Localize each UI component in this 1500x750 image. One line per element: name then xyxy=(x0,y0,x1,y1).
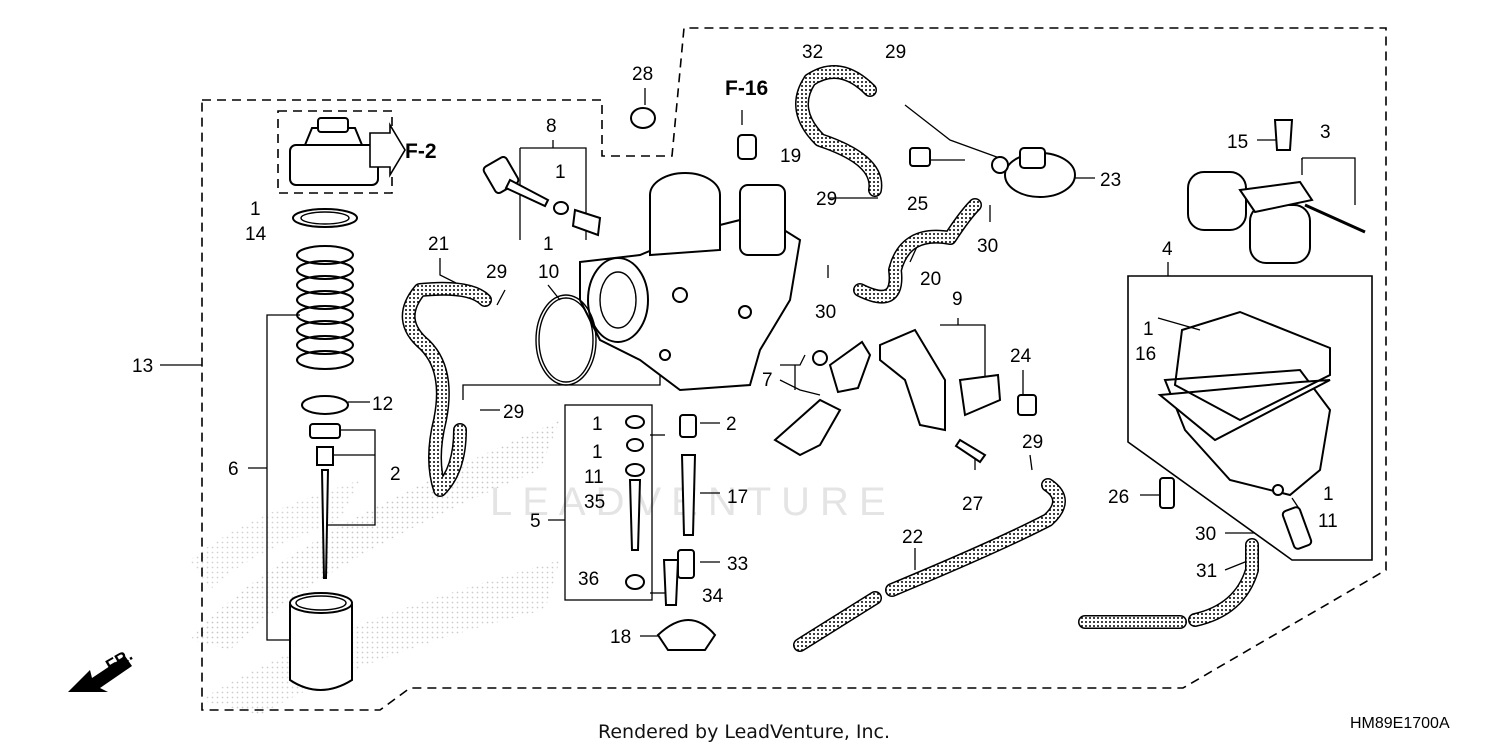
callout-1: 1 xyxy=(1143,319,1154,340)
callout-25: 25 xyxy=(907,194,928,215)
float-chamber xyxy=(1157,310,1332,497)
callout-6: 6 xyxy=(228,459,239,480)
callout-1: 1 xyxy=(250,199,261,220)
pilot-jet-kit-boundary xyxy=(564,404,653,601)
callout-4: 4 xyxy=(1162,239,1173,260)
callout-2: 2 xyxy=(726,414,737,435)
fuel-valve xyxy=(909,147,1076,198)
callout-29: 29 xyxy=(486,262,507,283)
ref-f2: F-2 xyxy=(405,140,437,163)
ref-f16: F-16 xyxy=(725,77,768,100)
callout-34: 34 xyxy=(702,586,724,607)
callout-23: 23 xyxy=(1100,170,1121,191)
callout-29: 29 xyxy=(885,42,906,63)
float-chamber-boundary xyxy=(1127,275,1373,561)
callout-21: 21 xyxy=(428,234,449,255)
callout-7: 7 xyxy=(762,370,773,391)
callout-17: 17 xyxy=(727,487,748,508)
float-valve xyxy=(1273,119,1294,151)
callout-29: 29 xyxy=(503,402,524,423)
callout-36: 36 xyxy=(578,569,599,590)
callout-labels: 28 32 29 F-16 8 1 19 29 25 23 15 3 F-2 1… xyxy=(132,42,1338,648)
callout-8: 8 xyxy=(546,116,557,137)
callout-27: 27 xyxy=(962,494,983,515)
callout-10: 10 xyxy=(538,262,559,283)
callout-1: 1 xyxy=(543,234,554,255)
choke-lever xyxy=(773,340,872,457)
callout-31: 31 xyxy=(1196,561,1217,582)
front-direction-arrow: FR. xyxy=(68,645,136,692)
o-ring xyxy=(535,294,597,386)
callout-1: 1 xyxy=(1323,484,1334,505)
callout-28: 28 xyxy=(632,64,653,85)
carburetor-top-cap xyxy=(289,117,406,186)
assembly-boundary xyxy=(201,27,1387,711)
callout-14: 14 xyxy=(245,224,267,245)
callout-12: 12 xyxy=(372,394,393,415)
callout-30: 30 xyxy=(977,236,998,257)
callout-30: 30 xyxy=(1195,524,1216,545)
throttle-stop-screw xyxy=(482,155,602,237)
callout-19: 19 xyxy=(780,146,801,167)
callout-30: 30 xyxy=(815,302,836,323)
callout-9: 9 xyxy=(952,289,963,310)
callout-20: 20 xyxy=(920,269,941,290)
carburetor-body xyxy=(579,172,802,392)
jet-kit-parts xyxy=(625,107,757,651)
callout-1: 1 xyxy=(592,442,603,463)
callout-11: 11 xyxy=(1318,511,1338,532)
needle-clip xyxy=(309,423,341,439)
callout-35: 35 xyxy=(584,492,605,513)
callout-5: 5 xyxy=(530,511,541,532)
throttle-valve-spring xyxy=(296,245,354,370)
callout-13: 13 xyxy=(132,356,153,377)
hoses xyxy=(401,65,1259,652)
callout-32: 32 xyxy=(802,42,823,63)
callout-15: 15 xyxy=(1227,132,1248,153)
callout-16: 16 xyxy=(1135,344,1156,365)
callout-29: 29 xyxy=(816,189,837,210)
mounting-bracket xyxy=(879,328,1002,432)
callout-2: 2 xyxy=(390,464,401,485)
rendered-by-credit: Rendered by LeadVenture, Inc. xyxy=(598,721,890,743)
callout-1: 1 xyxy=(555,162,566,183)
callout-24: 24 xyxy=(1010,346,1032,367)
callout-22: 22 xyxy=(902,527,923,548)
callout-1: 1 xyxy=(592,414,603,435)
callout-18: 18 xyxy=(610,627,631,648)
callout-11: 11 xyxy=(584,467,604,488)
throttle-valve xyxy=(289,592,353,691)
callout-33: 33 xyxy=(727,554,748,575)
diagram-code: HM89E1700A xyxy=(1350,715,1450,732)
spring-seat xyxy=(301,395,349,415)
callout-29: 29 xyxy=(1022,432,1043,453)
screws xyxy=(954,394,1313,550)
callout-3: 3 xyxy=(1320,122,1331,143)
float xyxy=(1187,171,1366,264)
callout-26: 26 xyxy=(1108,487,1129,508)
jet-needle xyxy=(320,469,330,579)
